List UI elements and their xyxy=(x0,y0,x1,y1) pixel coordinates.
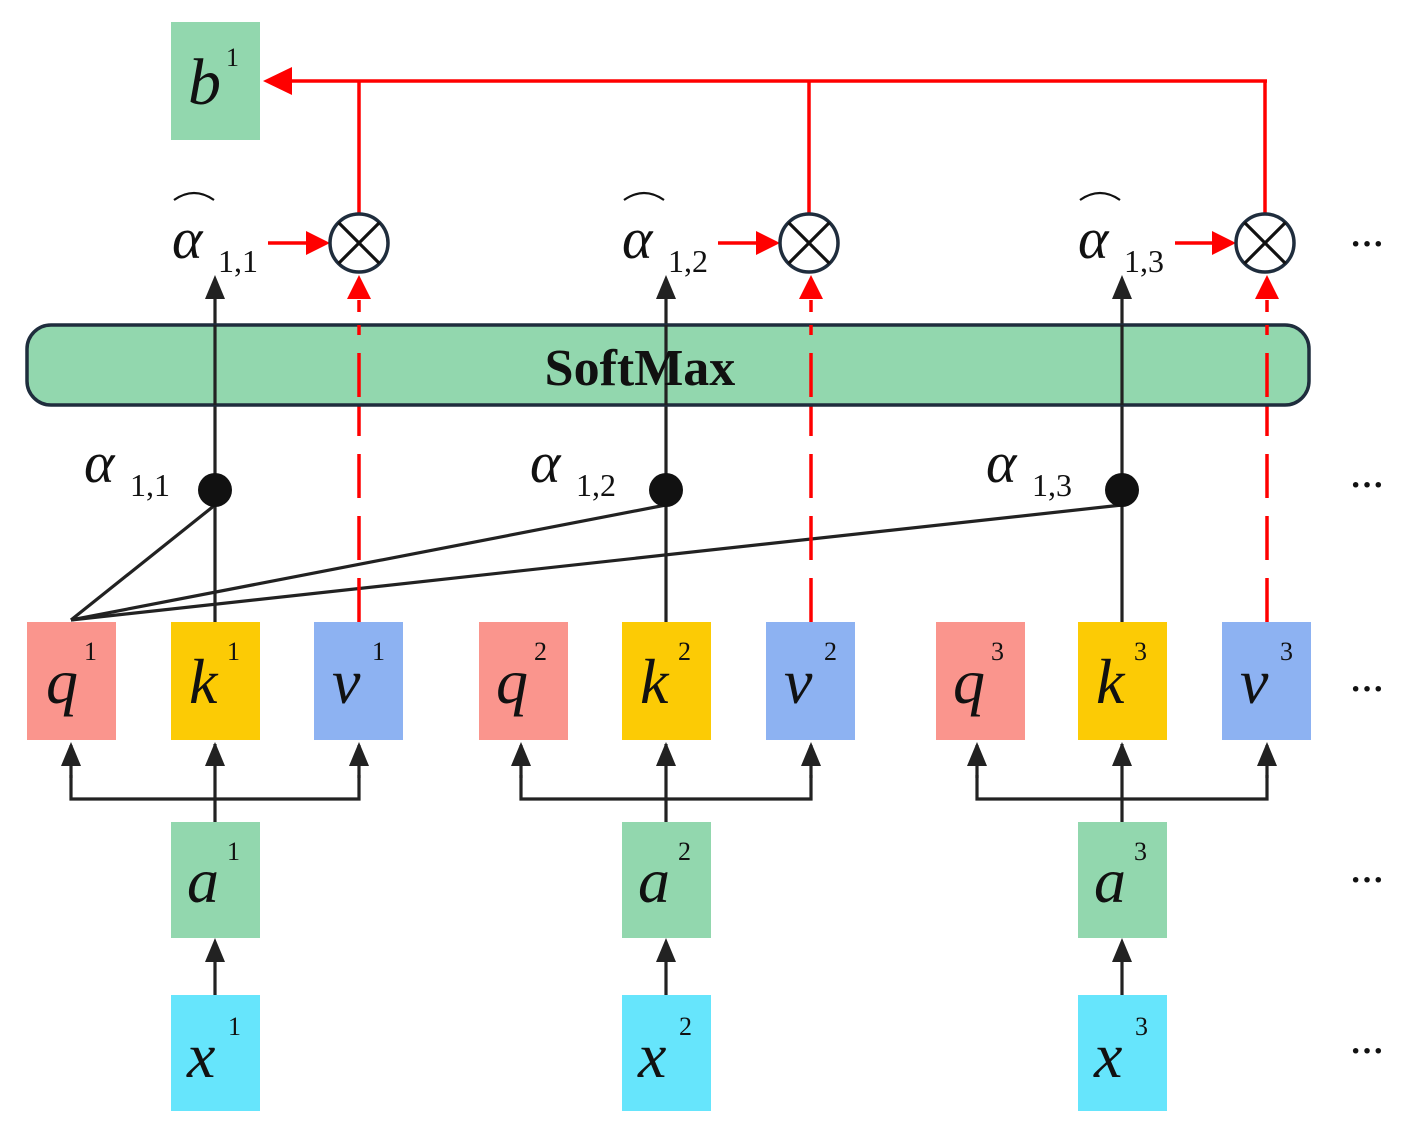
svg-text:2: 2 xyxy=(534,637,547,666)
key-box-1: k 1 xyxy=(171,622,260,740)
output-superscript: 1 xyxy=(226,43,239,72)
svg-text:1,1: 1,1 xyxy=(130,467,170,503)
circle-times-icon xyxy=(1234,212,1296,274)
circle-times-icon xyxy=(778,212,840,274)
query-box-2: q 2 xyxy=(479,622,568,740)
ellipsis-input-row: ··· xyxy=(1350,1033,1384,1070)
alpha-1-2: α 1,2 xyxy=(530,430,616,503)
alpha-hat-1-2: α 1,2 xyxy=(622,191,708,279)
query-box-3: q 3 xyxy=(936,622,1025,740)
svg-text:k: k xyxy=(189,646,219,717)
column-1: q 1 k 1 v 1 a 1 x 1 xyxy=(27,622,403,1111)
multiply-nodes xyxy=(328,212,1296,274)
value-box-2: v 2 xyxy=(766,622,855,740)
svg-text:2: 2 xyxy=(679,1012,692,1041)
hat-accent-icon xyxy=(623,191,665,201)
svg-text:v: v xyxy=(1240,646,1269,717)
dot-product-node-icon xyxy=(1105,473,1139,507)
embedding-box-1: a 1 xyxy=(171,822,260,938)
svg-text:k: k xyxy=(640,646,670,717)
svg-text:3: 3 xyxy=(1134,837,1147,866)
hat-accent-icon xyxy=(1079,191,1121,201)
svg-text:3: 3 xyxy=(1280,637,1293,666)
svg-text:3: 3 xyxy=(1134,637,1147,666)
svg-text:x: x xyxy=(186,1020,215,1091)
svg-text:a: a xyxy=(187,845,219,916)
hat-accent-icon xyxy=(173,191,215,201)
circle-times-icon xyxy=(328,212,390,274)
svg-text:2: 2 xyxy=(678,837,691,866)
svg-text:q: q xyxy=(953,646,985,717)
svg-text:1: 1 xyxy=(227,837,240,866)
svg-text:3: 3 xyxy=(1135,1012,1148,1041)
output-b1-box: b 1 xyxy=(171,22,260,140)
svg-text:α: α xyxy=(172,206,204,271)
key-box-2: k 2 xyxy=(622,622,711,740)
softmax-layer: SoftMax xyxy=(25,323,1311,407)
svg-text:x: x xyxy=(637,1020,666,1091)
softmax-bar xyxy=(25,323,1311,407)
alpha-hat-1-3: α 1,3 xyxy=(1078,191,1164,279)
svg-text:x: x xyxy=(1093,1020,1122,1091)
line-q1-to-alpha11 xyxy=(70,503,216,622)
svg-text:1,2: 1,2 xyxy=(576,467,616,503)
output-box xyxy=(171,22,260,140)
black-arrowheads xyxy=(61,275,1277,962)
svg-text:2: 2 xyxy=(678,637,691,666)
ellipsis-column: ··· ··· ··· ··· ··· xyxy=(1350,226,1384,1070)
svg-text:1: 1 xyxy=(228,1012,241,1041)
embedding-box-3: a 3 xyxy=(1078,822,1167,938)
column-3: q 3 k 3 v 3 a 3 x 3 xyxy=(936,622,1311,1111)
line-q1-to-alpha13 xyxy=(70,503,1123,622)
input-box-1: x 1 xyxy=(171,995,260,1111)
dot-product-node-icon xyxy=(198,473,232,507)
svg-text:1: 1 xyxy=(227,637,240,666)
svg-text:q: q xyxy=(46,646,78,717)
svg-text:α: α xyxy=(84,430,116,495)
svg-text:v: v xyxy=(332,646,361,717)
svg-text:1,3: 1,3 xyxy=(1032,467,1072,503)
embedding-box-2: a 2 xyxy=(622,822,711,938)
ellipsis-alpha-hat-row: ··· xyxy=(1350,226,1384,263)
alpha-hat-labels: α 1,1 α 1,2 α 1,3 xyxy=(172,191,1164,279)
svg-text:α: α xyxy=(530,430,562,495)
alpha-1-1: α 1,1 xyxy=(84,430,170,503)
svg-text:α: α xyxy=(1078,206,1110,271)
line-q1-to-alpha12 xyxy=(70,503,667,622)
svg-text:1,1: 1,1 xyxy=(218,243,258,279)
svg-text:2: 2 xyxy=(824,637,837,666)
svg-text:k: k xyxy=(1096,646,1126,717)
svg-text:α: α xyxy=(622,206,654,271)
query-box-1: q 1 xyxy=(27,622,116,740)
svg-text:1: 1 xyxy=(84,637,97,666)
dot-product-nodes xyxy=(198,473,1139,507)
output-symbol: b xyxy=(188,46,221,119)
svg-text:1: 1 xyxy=(372,637,385,666)
ellipsis-qkv-row: ··· xyxy=(1350,671,1384,708)
svg-text:1,3: 1,3 xyxy=(1124,243,1164,279)
ellipsis-alpha-row: ··· xyxy=(1350,467,1384,504)
key-box-3: k 3 xyxy=(1078,622,1167,740)
svg-text:a: a xyxy=(1094,845,1126,916)
column-2: q 2 k 2 v 2 a 2 x 2 xyxy=(479,622,855,1111)
svg-text:a: a xyxy=(638,845,670,916)
value-box-1: v 1 xyxy=(314,622,403,740)
red-arrowheads xyxy=(263,67,1279,299)
alpha-labels: α 1,1 α 1,2 α 1,3 xyxy=(84,430,1072,503)
softmax-label: SoftMax xyxy=(545,340,736,397)
svg-text:q: q xyxy=(496,646,528,717)
svg-text:1,2: 1,2 xyxy=(668,243,708,279)
input-box-2: x 2 xyxy=(622,995,711,1111)
alpha-1-3: α 1,3 xyxy=(986,430,1072,503)
alpha-hat-1-1: α 1,1 xyxy=(172,191,258,279)
ellipsis-embedding-row: ··· xyxy=(1350,862,1384,899)
value-box-3: v 3 xyxy=(1222,622,1311,740)
svg-text:3: 3 xyxy=(991,637,1004,666)
svg-text:α: α xyxy=(986,430,1018,495)
dot-product-node-icon xyxy=(649,473,683,507)
input-box-3: x 3 xyxy=(1078,995,1167,1111)
svg-text:v: v xyxy=(784,646,813,717)
